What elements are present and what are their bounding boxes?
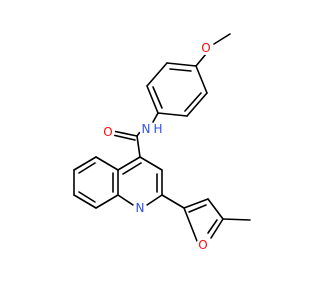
bond-quinoline-1: [139, 156, 163, 171]
bond-quinoline-3: [146, 194, 163, 206]
bond-quinoline-furan: [161, 194, 185, 209]
bond-benzo-5: [95, 194, 119, 209]
bond-benzo-inner-b: [78, 191, 96, 203]
bond-furan-methyl: [222, 218, 251, 221]
bond-furan-inner-b: [207, 219, 218, 234]
bond-oxygen-ring: [195, 53, 207, 67]
carbonyl-oxygen-label: O: [103, 125, 112, 139]
quinoline-nitrogen-label: N: [136, 201, 145, 215]
bond-quinoline-inner-b: [122, 162, 142, 175]
bond-quinoline-6: [117, 156, 141, 171]
bond-phenyl-4: [157, 112, 188, 117]
bond-phenyl-inner-a: [169, 68, 192, 72]
bond-carbonyl-double-a: [112, 130, 138, 137]
bond-phenyl-2: [146, 62, 168, 87]
bond-carbonyl-quinoline: [136, 135, 141, 158]
bond-nitrogen-carbonyl: [136, 131, 141, 137]
bond-benzo-2: [73, 156, 97, 171]
bond-phenyl-6: [195, 65, 208, 94]
bonds: [73, 33, 251, 242]
methoxy-oxygen-label: O: [201, 41, 210, 55]
bond-furan-3: [210, 218, 224, 239]
atom-labels: O O N H N O: [101, 41, 213, 252]
amide-nitrogen-label: N: [142, 122, 151, 136]
bond-phenyl-1: [166, 62, 197, 67]
bond-benzo-1: [95, 156, 119, 171]
bond-furan-2: [207, 198, 224, 220]
molecule-structure-diagram: O O N H N O: [73, 33, 251, 252]
bond-furan-inner-a: [188, 204, 207, 213]
bond-benzo-4: [73, 194, 97, 209]
bond-phenyl-3: [146, 85, 159, 114]
bond-quinoline-4: [117, 194, 134, 206]
bond-phenyl-5: [186, 92, 208, 117]
bond-furan-4: [183, 207, 198, 242]
bond-methyl-oxygen: [213, 33, 231, 45]
bond-carbonyl-double-b: [112, 134, 136, 141]
bond-phenyl-inner-c: [184, 92, 202, 112]
bond-furan-1: [183, 198, 209, 209]
bond-ring-nitrogen: [152, 112, 159, 123]
bond-phenyl-inner-b: [152, 86, 163, 109]
bond-benzo-inner-a: [78, 162, 96, 174]
furan-oxygen-label: O: [198, 238, 207, 252]
amide-hydrogen-label: H: [153, 122, 162, 136]
